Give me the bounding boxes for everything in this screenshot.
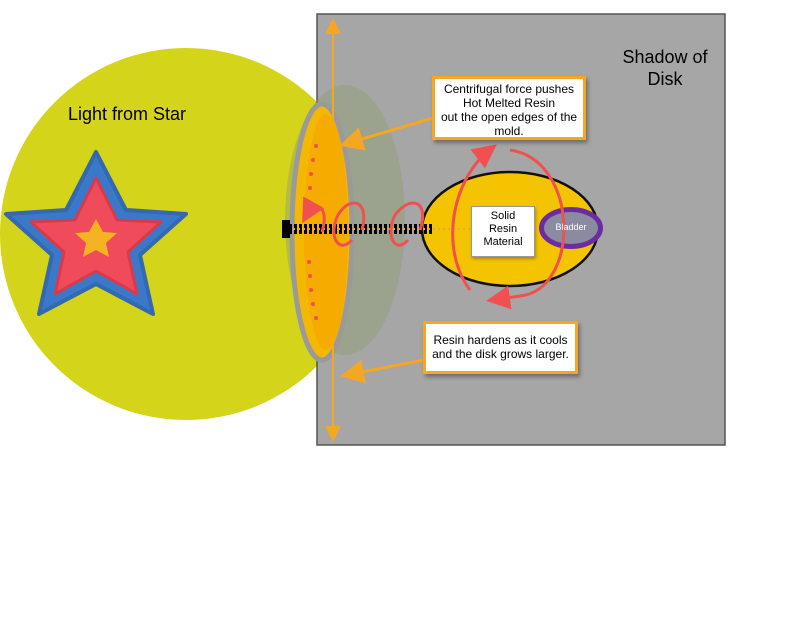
shadow-label-line-2: Disk: [647, 69, 683, 89]
resin-hardens-callout: Resin hardens as it cools and the disk g…: [423, 321, 578, 374]
bladder-label: Bladder: [555, 222, 587, 232]
callout-top-line-3: out the open edges of the: [440, 110, 578, 124]
solid-resin-material-label: Solid Resin Material: [471, 206, 535, 257]
centrifugal-force-callout: Centrifugal force pushes Hot Melted Resi…: [432, 76, 586, 140]
callout-bottom-line-1: Resin hardens as it cools: [433, 333, 568, 347]
pointer-arrow-top: [339, 116, 434, 151]
shadow-of-disk-label: Shadow of Disk: [590, 46, 740, 90]
spiral-arrow-1: [389, 201, 425, 247]
pointer-arrow-bottom: [340, 358, 425, 384]
core-line-2: Resin: [488, 223, 518, 235]
callout-top-line-4: mold.: [494, 124, 524, 138]
flow-arrow-head: [282, 220, 290, 238]
light-circle: [0, 48, 372, 420]
bladder-inner: [544, 212, 598, 244]
spiral-arrow-3: [302, 196, 326, 233]
light-from-star-label: Light from Star: [68, 104, 187, 124]
core-line-3: Material: [483, 236, 523, 248]
shadow-label-line-1: Shadow of: [622, 47, 708, 67]
callout-top-line-2: Hot Melted Resin: [462, 96, 556, 110]
spiral-arrow-2: [332, 201, 366, 247]
callout-top-line-1: Centrifugal force pushes: [443, 82, 575, 96]
star-icon: [4, 150, 188, 316]
callout-bottom-line-2: and the disk grows larger.: [432, 347, 569, 361]
core-line-1: Solid: [490, 210, 516, 222]
rotation-arrow-top: [451, 144, 497, 291]
rotation-arrow-bottom: [486, 148, 566, 310]
